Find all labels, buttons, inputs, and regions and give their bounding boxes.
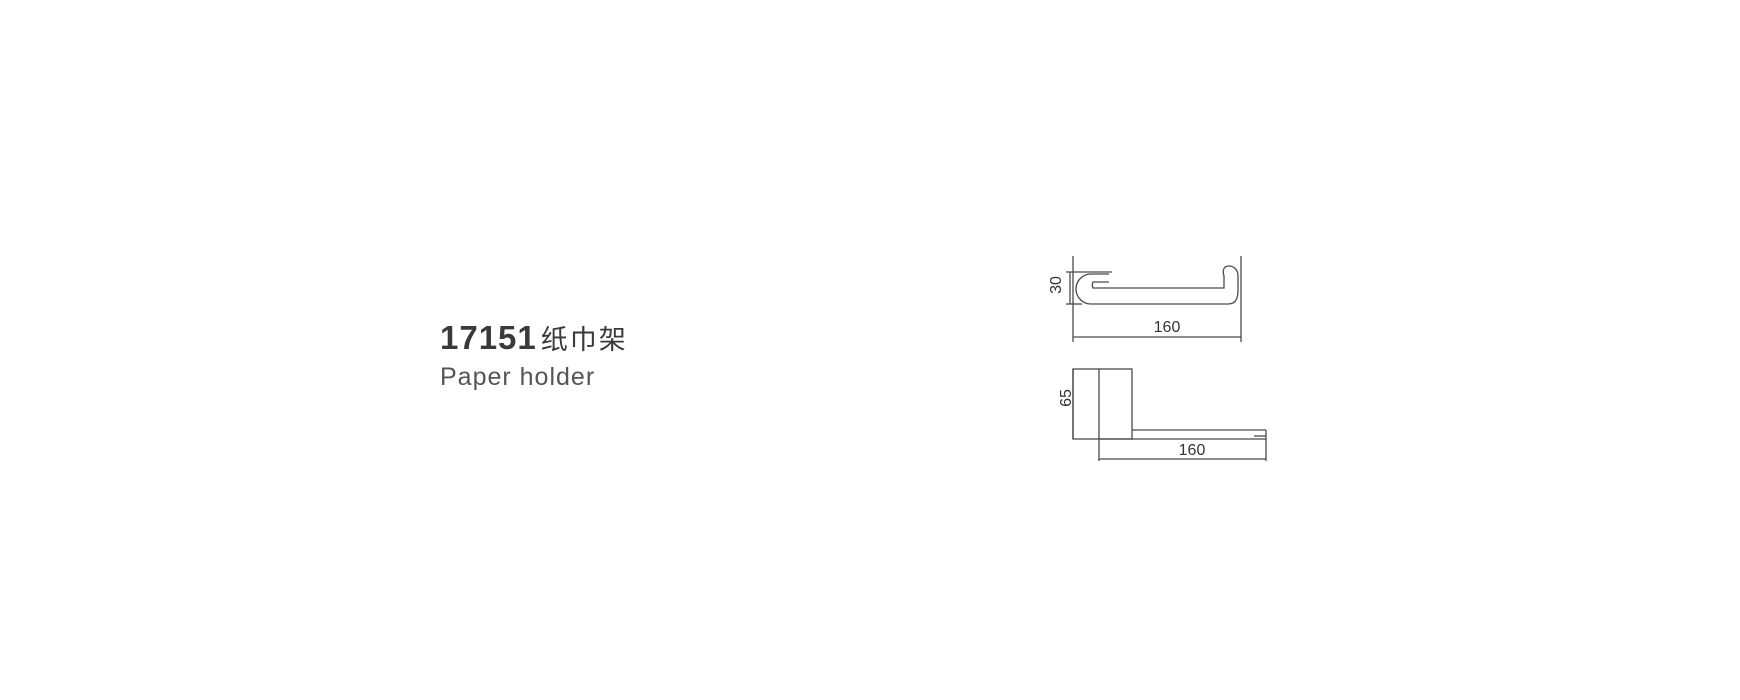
product-name-english: Paper holder xyxy=(440,363,596,391)
side-view-height-dimension-label: 65 xyxy=(1058,389,1075,407)
top-view-drawing xyxy=(1066,256,1242,342)
top-view-width-dimension-label: 160 xyxy=(1154,319,1181,336)
side-view-width-dimension-label: 160 xyxy=(1179,442,1206,459)
product-name-chinese: 纸巾架 xyxy=(540,325,628,356)
top-view-height-dimension-label: 30 xyxy=(1048,276,1065,294)
side-view-wall-plate xyxy=(1072,368,1133,440)
product-title: 17151 纸巾架 xyxy=(440,318,628,357)
top-view-holder-outline xyxy=(1075,265,1239,305)
side-view-drawing xyxy=(1072,368,1267,461)
product-code: 17151 xyxy=(440,319,537,356)
product-label: 17151 纸巾架 Paper holder xyxy=(440,318,628,392)
